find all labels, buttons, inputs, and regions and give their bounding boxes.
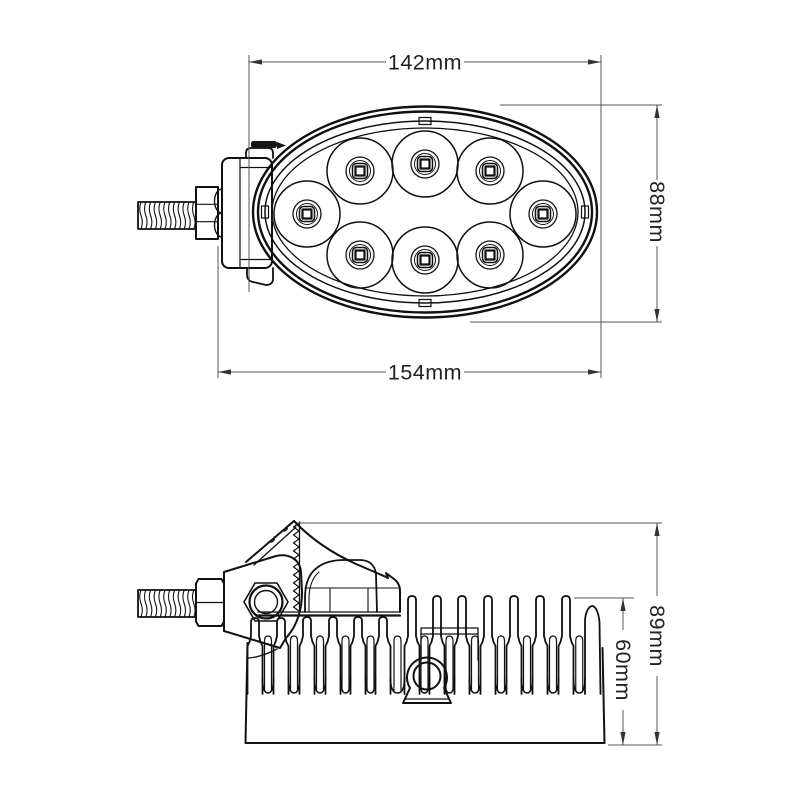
- dimension-side-body-height: 60mm: [611, 598, 635, 745]
- back-fin: [366, 635, 375, 691]
- led-lens-1: [273, 180, 341, 248]
- arm-tip-wedge: [277, 142, 286, 149]
- housing-ring-outer: [251, 105, 599, 319]
- end-fin-curved: [584, 605, 602, 695]
- lens-ring: [271, 127, 579, 297]
- cable-gland-foot: [402, 656, 452, 704]
- clamp-tab-top: [245, 147, 274, 159]
- top-view: 142mm 88mm 154mm: [137, 51, 669, 385]
- mounting-bolt-top: [137, 186, 223, 240]
- back-fin: [496, 635, 506, 691]
- fin-5: [349, 616, 367, 695]
- arm-right-slope: [293, 520, 401, 613]
- top-view-dimensions: 142mm 88mm 154mm: [217, 51, 669, 385]
- fin-11: [505, 595, 523, 695]
- dimension-lens-width: 142mm: [249, 51, 601, 75]
- led-lens-3: [391, 130, 459, 198]
- fin-1: [246, 617, 264, 695]
- dimension-overall-width: 154mm: [218, 361, 601, 385]
- fin-slot-bottom: [339, 677, 352, 694]
- back-fin: [315, 635, 325, 691]
- back-fin: [548, 635, 558, 691]
- fin-bridge: [420, 627, 479, 661]
- pivot-bolt-outer: [248, 584, 284, 620]
- fin-2: [272, 617, 290, 695]
- fin-slot-bottom: [364, 677, 377, 694]
- bracket-plate: [221, 141, 286, 286]
- fin-6: [374, 616, 392, 695]
- body-outline: [244, 642, 606, 744]
- fin-slot-bottom: [546, 677, 560, 694]
- dimension-label-overall-width: 154mm: [388, 361, 462, 385]
- mounting-bolt-side: [137, 578, 225, 627]
- dimension-label-side-body-height: 60mm: [611, 639, 635, 701]
- fin-slot-bottom: [389, 677, 406, 694]
- threaded-rod: [137, 201, 197, 230]
- hex-nut-side: [195, 578, 225, 627]
- dimension-side-overall-height: 89mm: [645, 523, 669, 745]
- pivot-hex-nut: [243, 582, 289, 622]
- bezel-clips: [260, 116, 590, 308]
- led-lens-7: [391, 226, 459, 294]
- fin-slot-bottom: [287, 677, 301, 694]
- arm-tip-dark-bar: [251, 141, 277, 148]
- heatsink: [244, 595, 606, 744]
- pivot-bolt-inner: [253, 589, 279, 615]
- fin-slot-bottom: [520, 677, 534, 694]
- fin-slot-bottom: [494, 677, 508, 694]
- back-fin: [522, 635, 532, 691]
- pivot-bracket: [223, 554, 303, 649]
- fin-slot-bottom: [261, 677, 275, 694]
- led-lens-5: [509, 180, 577, 248]
- housing-hump: [304, 559, 378, 613]
- back-fin: [341, 635, 350, 691]
- back-fin: [263, 635, 273, 691]
- led-lens-2: [326, 137, 394, 205]
- lamp-face-oval: [251, 105, 599, 319]
- led-lens-4: [456, 137, 524, 205]
- led-lens-8: [456, 221, 524, 289]
- side-view: 89mm 60mm: [137, 520, 669, 746]
- fin-3: [298, 616, 316, 695]
- fin-13: [557, 595, 575, 695]
- led-lens-6: [326, 221, 394, 289]
- back-fin: [575, 635, 584, 691]
- fin-10: [479, 595, 497, 695]
- serration-teeth: [292, 522, 300, 612]
- dimension-label-lens-width: 142mm: [388, 51, 462, 75]
- fin-slot-bottom: [468, 677, 482, 694]
- housing-ring-2: [256, 110, 594, 314]
- bracket-arm: [245, 520, 402, 617]
- fin-8: [428, 595, 446, 695]
- cable-gland-hole: [412, 661, 442, 691]
- fin-4: [324, 616, 342, 695]
- fin-12: [531, 595, 549, 695]
- fin-9: [453, 595, 471, 695]
- back-fin: [445, 635, 454, 691]
- hex-nut-top: [195, 186, 219, 240]
- dimension-label-lens-height: 88mm: [645, 181, 669, 243]
- cooling-fins: [246, 595, 586, 695]
- fin-7: [403, 595, 421, 695]
- dimension-lens-height: 88mm: [645, 105, 669, 322]
- fin-slot-bottom: [418, 677, 431, 694]
- threaded-rod-side: [137, 589, 197, 618]
- clamp-tab-bottom: [246, 267, 274, 286]
- fin-slot-bottom: [313, 677, 327, 694]
- bezel-ring: [264, 120, 586, 304]
- led-array: [273, 130, 577, 294]
- back-fin: [393, 635, 402, 691]
- dimension-label-side-overall-height: 89mm: [645, 605, 669, 667]
- back-fin: [289, 635, 299, 691]
- side-view-dimensions: 89mm 60mm: [297, 522, 669, 746]
